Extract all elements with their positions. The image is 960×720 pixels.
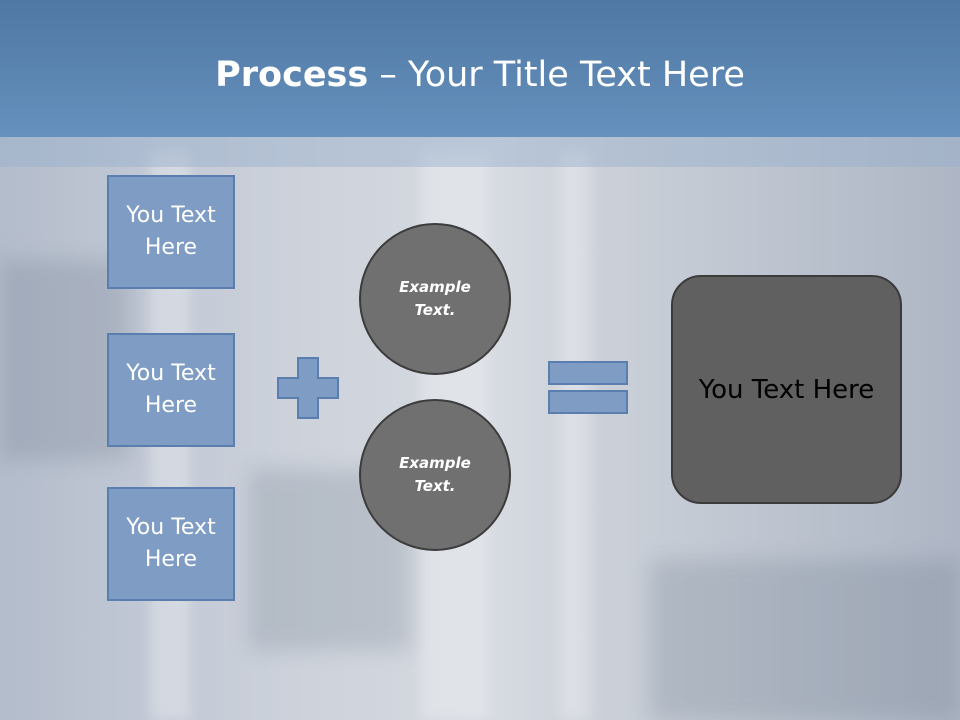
result-label: You Text Here [698, 374, 875, 405]
text-box-1-line1: You Text [126, 203, 216, 228]
text-box-3-line1: You Text [126, 515, 216, 540]
header-band [0, 137, 960, 167]
example-circle-1-line2: Text. [414, 301, 456, 319]
text-box-2-line1: You Text [126, 361, 216, 386]
title-bold: Process [215, 55, 369, 95]
example-circle-1-line1: Example [399, 278, 471, 296]
header-bar [0, 0, 960, 137]
title-rest: – Your Title Text Here [368, 55, 745, 95]
result-box[interactable]: You Text Here [671, 275, 902, 504]
example-circle-2-line1: Example [399, 454, 471, 472]
plus-icon [277, 357, 339, 419]
slide-title: Process – Your Title Text Here [0, 52, 960, 98]
text-box-2-line2: Here [144, 393, 198, 418]
equals-icon [548, 361, 628, 414]
text-box-3-line2: Here [144, 547, 198, 572]
example-circle-2-line2: Text. [414, 477, 456, 495]
text-box-1-line2: Here [144, 235, 198, 260]
